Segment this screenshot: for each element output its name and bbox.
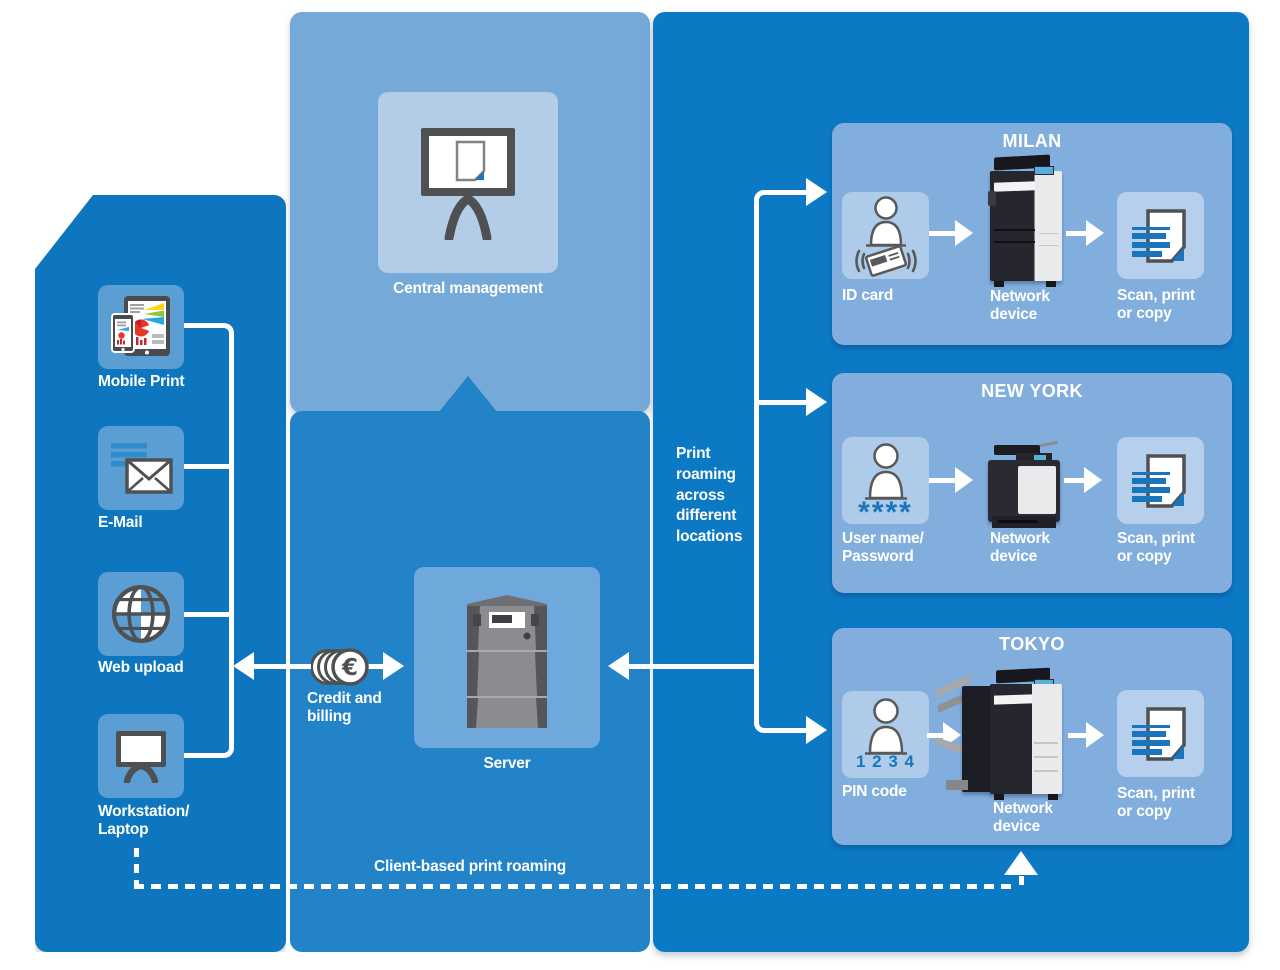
connector-corner-top <box>217 323 234 340</box>
credit-billing-label: Credit and billing <box>307 690 382 725</box>
scan-document-icon <box>1131 706 1186 761</box>
globe-icon <box>112 585 170 643</box>
branch-stem-milan <box>768 190 806 195</box>
server-arrow-stem <box>628 664 756 669</box>
branch-arrow-milan <box>806 178 827 206</box>
tokyo-device-label: Network device <box>993 800 1053 835</box>
server-icon <box>467 594 547 728</box>
id-card-icon <box>854 195 917 277</box>
server-tile <box>414 567 600 748</box>
scan-document-icon <box>1131 208 1186 263</box>
euro-coins-icon: € <box>310 644 369 695</box>
person-icon <box>864 697 907 755</box>
server-label: Server <box>483 755 531 772</box>
email-tile <box>98 426 184 510</box>
print-roaming-label: Print roaming across different locations <box>676 445 743 546</box>
milan-output-tile <box>1117 192 1204 279</box>
email-label: E-Mail <box>98 514 143 531</box>
client-roaming-line-end <box>1019 876 1024 885</box>
billing-arrow-right <box>383 652 404 680</box>
milan-arrow1-stem <box>929 231 955 236</box>
ny-arrow1-stem <box>929 478 955 483</box>
billing-arrow-left <box>233 652 254 680</box>
pin-hint: 1 2 3 4 <box>856 752 915 771</box>
ny-arrow1-head <box>955 467 973 493</box>
svg-text:€: € <box>341 655 358 681</box>
milan-output-label: Scan, print or copy <box>1117 287 1195 322</box>
pin-code-label: PIN code <box>842 783 907 800</box>
server-arrow-head <box>608 652 629 680</box>
location-title-new-york: NEW YORK <box>981 381 1083 401</box>
connector-workstation <box>184 753 219 758</box>
password-hint: **** <box>858 496 913 529</box>
client-roaming-label: Client-based print roaming <box>373 858 566 875</box>
central-management-label: Central management <box>393 280 543 297</box>
location-title-tokyo: TOKYO <box>999 634 1065 654</box>
username-password-tile: **** <box>842 437 929 529</box>
ny-arrow2-head <box>1084 467 1102 493</box>
mobile-print-label: Mobile Print <box>98 373 185 390</box>
username-password-label: User name/ Password <box>842 530 924 565</box>
tokyo-arrow2-head <box>1086 722 1104 748</box>
milan-device-label: Network device <box>990 288 1050 323</box>
workstation-tile <box>98 714 184 798</box>
milan-arrow2-stem <box>1066 231 1086 236</box>
workstation-label: Workstation/ Laptop <box>98 803 190 838</box>
printer-icon-new-york <box>986 440 1062 531</box>
tokyo-output-label: Scan, print or copy <box>1117 785 1195 820</box>
branch-stem-tokyo <box>768 728 806 733</box>
connector-bus <box>229 338 234 744</box>
printer-icon-tokyo <box>936 667 1064 801</box>
connector-web <box>184 612 229 617</box>
person-icon <box>864 442 907 500</box>
connector-mobile <box>184 323 221 328</box>
client-roaming-line-horizontal <box>134 884 1012 889</box>
ny-output-tile <box>1117 437 1204 524</box>
client-roaming-line-vertical <box>134 848 139 886</box>
connector-email <box>184 464 229 469</box>
branch-stem-new-york <box>757 400 806 405</box>
tokyo-arrow2-stem <box>1068 733 1086 738</box>
central-management-tile <box>378 92 558 273</box>
client-roaming-arrow-up <box>1004 851 1038 875</box>
milan-arrow2-head <box>1086 220 1104 246</box>
workstation-board-icon <box>116 731 166 783</box>
id-card-tile <box>842 192 929 279</box>
panel-notch <box>438 376 498 413</box>
trunk-corner-top <box>754 190 771 207</box>
trunk-corner-bottom <box>754 716 771 733</box>
email-icon <box>111 443 173 494</box>
web-upload-label: Web upload <box>98 659 184 676</box>
tokyo-output-tile <box>1117 690 1204 777</box>
printer-icon-milan <box>988 154 1064 288</box>
branch-arrow-new-york <box>806 388 827 416</box>
ny-output-label: Scan, print or copy <box>1117 530 1195 565</box>
mobile-print-tile <box>98 285 184 369</box>
mobile-print-icon <box>111 296 170 356</box>
id-card-label: ID card <box>842 287 894 304</box>
connector-corner-bottom <box>217 741 234 758</box>
pin-code-tile: 1 2 3 4 <box>842 691 929 778</box>
ny-arrow2-stem <box>1064 478 1084 483</box>
milan-arrow1-head <box>955 220 973 246</box>
central-management-board-icon <box>421 127 515 240</box>
tokyo-arrow1-stem <box>927 733 943 738</box>
location-title-milan: MILAN <box>1002 131 1062 151</box>
ny-device-label: Network device <box>990 530 1050 565</box>
scan-document-icon <box>1131 453 1186 508</box>
branch-arrow-tokyo <box>806 716 827 744</box>
web-upload-tile <box>98 572 184 656</box>
trunk-line <box>754 205 759 718</box>
